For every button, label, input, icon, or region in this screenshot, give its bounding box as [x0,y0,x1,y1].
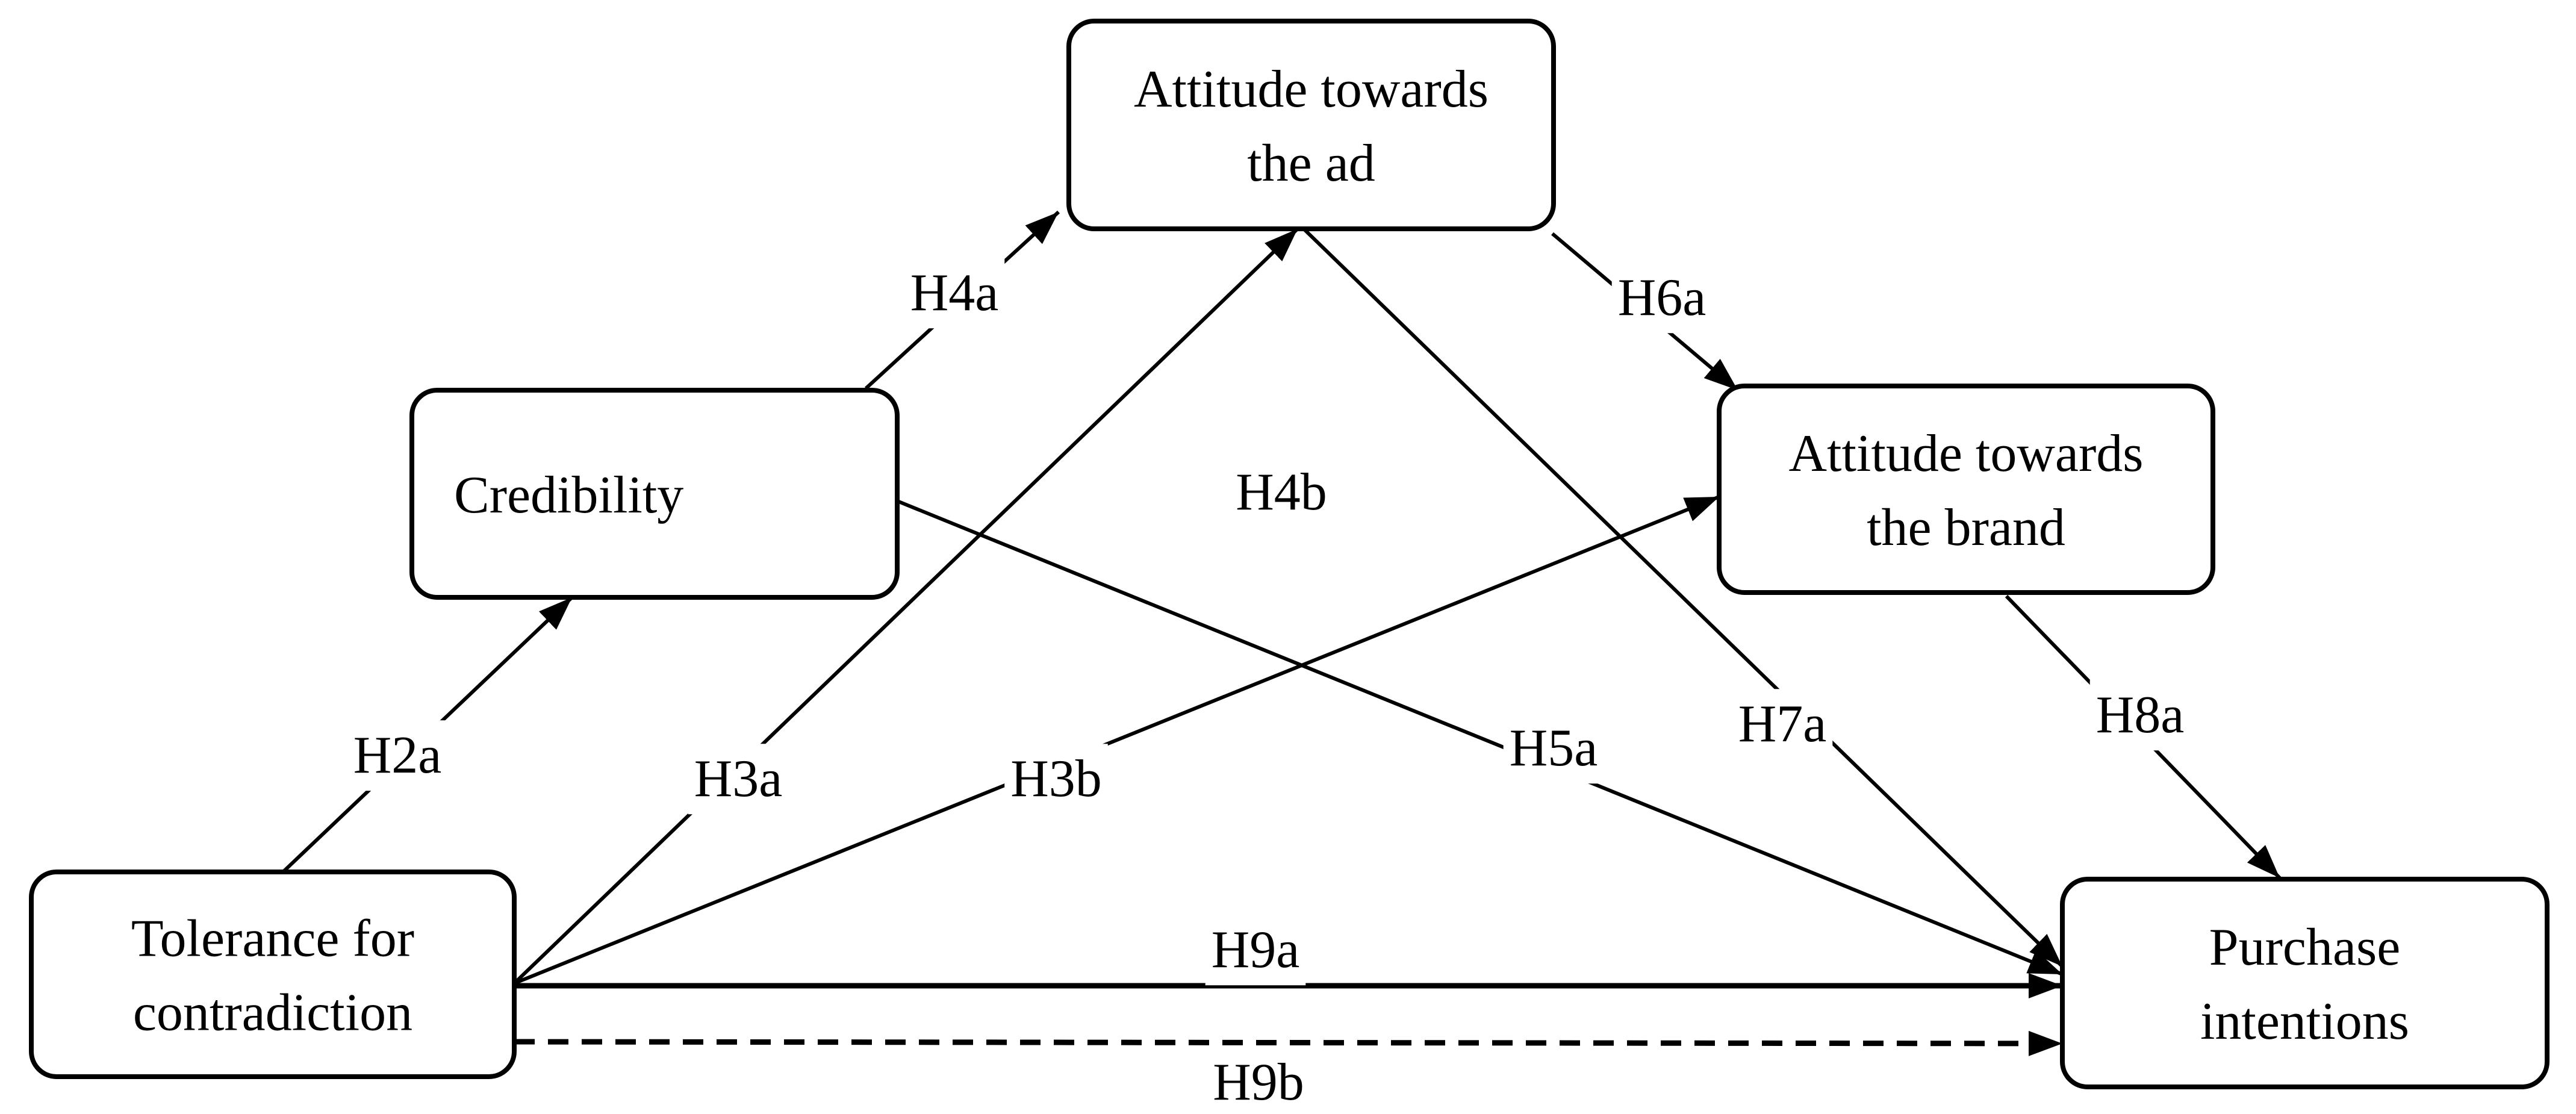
node-label-attitude_ad-line1: Attitude towards [1134,60,1489,119]
node-box-credibility [409,388,900,600]
edge-label-bg-H8a [2089,680,2191,751]
node-box-attitude_ad [1066,19,1556,231]
nodes-layer: Attitude towards the ad Credibility Attitud… [29,19,2550,1089]
edge-label-H3b: H3b [1010,750,1102,808]
edges-layer [281,210,2282,1056]
edge-label-H3a: H3a [694,750,783,808]
edge-label-bg-H7a [1732,689,1833,760]
edge-tolerance-to-purchase [514,1030,2063,1056]
node-label-attitude_brand-line2: the brand [1867,499,2065,557]
edge-label-bg-H4a [904,258,1005,329]
node-label-tolerance-line1: Tolerance for [131,910,414,968]
edge-label-bg-H3b [1004,744,1108,815]
node-label-tolerance-line2: contradiction [133,984,412,1042]
edge-label-H4a: H4a [910,264,999,322]
edge-label-H4b: H4b [1236,463,1327,521]
edge-label-H9a: H9a [1212,921,1300,979]
edge-label-bg-H4b [1230,457,1333,528]
edge-label-H2a: H2a [353,726,442,785]
edge-tolerance-to-attitude_ad [512,227,1299,985]
edge-label-bg-H3a [688,744,789,815]
edge-label-bg-H5a [1503,713,1604,784]
edge-label-H7a: H7a [1738,695,1827,753]
node-box-tolerance [29,870,517,1079]
edge-label-H8a: H8a [2096,686,2185,744]
edge-label-H5a: H5a [1510,719,1598,777]
edge-label-bg-H9b [1207,1047,1310,1114]
edge-label-bg-H9a [1205,915,1306,986]
node-label-attitude_ad-line2: the ad [1247,134,1375,193]
edge-attitude_ad-to-purchase [1302,227,2064,968]
edge-label-bg-H2a [347,720,448,791]
edge-tolerance-to-attitude_brand [513,495,1720,985]
node-label-purchase-line2: intentions [2200,992,2409,1051]
edge-label-H6a: H6a [1618,269,1706,327]
node-label-purchase-line1: Purchase [2209,918,2401,977]
node-label-credibility-line1: Credibility [454,466,683,524]
node-box-purchase [2060,877,2550,1089]
node-label-attitude_brand-line1: Attitude towards [1788,425,2143,483]
edge-credibility-to-purchase [896,499,2064,976]
edge-label-H9b: H9b [1213,1053,1304,1112]
node-box-attitude_brand [1717,384,2215,595]
edge-label-bg-H6a [1611,263,1713,334]
